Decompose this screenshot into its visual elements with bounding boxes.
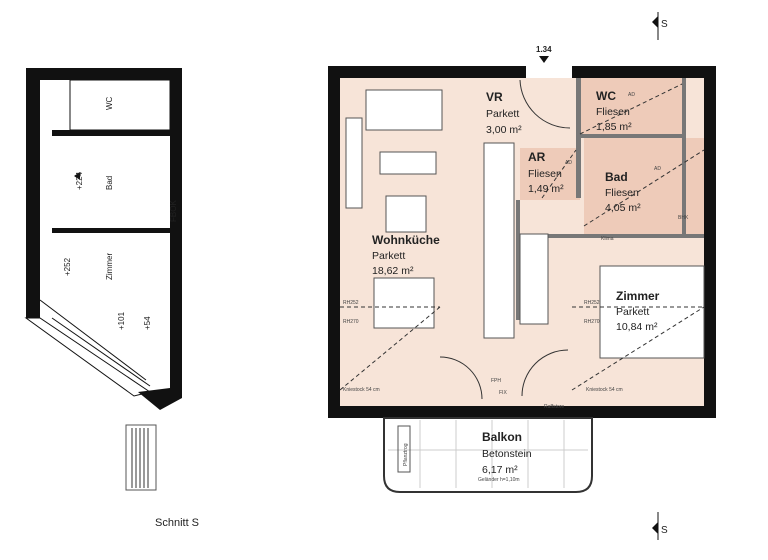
- rh270-note: RH270: [343, 319, 359, 325]
- section-room-wc: WC: [105, 96, 114, 110]
- kniestock-note: Kniestock 54 cm: [586, 387, 623, 393]
- railing-note: Geländer h=1,10m: [478, 477, 520, 483]
- level-101: +101: [117, 311, 126, 330]
- fbok-label: FBOK: [169, 200, 178, 222]
- section-arrow-icon: [652, 522, 658, 534]
- bhk-note: BHK: [678, 215, 689, 221]
- svg-text:AR: AR: [528, 150, 546, 164]
- ar-floor: [520, 148, 580, 200]
- rh252-note: RH252: [343, 300, 359, 306]
- section-marker-bottom: S: [652, 512, 668, 540]
- planter-note: Pflanztrog: [403, 443, 409, 466]
- fix-note: FIX: [499, 390, 507, 396]
- level-252: +252: [63, 257, 72, 276]
- svg-text:1,49 m²: 1,49 m²: [528, 183, 564, 195]
- svg-text:S: S: [661, 525, 668, 536]
- svg-text:Wohnküche: Wohnküche: [372, 233, 440, 247]
- kniestock-note: Kniestock 54 cm: [343, 387, 380, 393]
- ad-note: AD: [628, 92, 635, 98]
- svg-text:6,17 m²: 6,17 m²: [482, 464, 518, 476]
- entry-marker-icon: [539, 56, 549, 63]
- room-bad: Bad Fliesen 4,05 m²: [605, 170, 641, 214]
- room-zimmer: Zimmer Parkett 10,84 m²: [616, 289, 660, 333]
- level-224: +224: [75, 171, 84, 190]
- klima-note: Klima: [601, 236, 614, 242]
- svg-text:Parkett: Parkett: [486, 108, 519, 120]
- room-wc: WC Fliesen 1,85 m²: [596, 89, 632, 133]
- section-room-zimmer: Zimmer: [105, 253, 114, 280]
- room-wohnkueche: Wohnküche Parkett 18,62 m²: [372, 233, 440, 277]
- svg-text:1,85 m²: 1,85 m²: [596, 121, 632, 133]
- room-vr: VR Parkett 3,00 m²: [486, 90, 522, 136]
- rh270-note: RH270: [584, 319, 600, 325]
- svg-text:Parkett: Parkett: [372, 250, 405, 262]
- svg-text:Zimmer: Zimmer: [616, 289, 660, 303]
- room-ar: AR Fliesen 1,49 m²: [528, 150, 564, 195]
- svg-text:4,05 m²: 4,05 m²: [605, 202, 641, 214]
- svg-text:Balkon: Balkon: [482, 430, 522, 444]
- svg-text:18,62 m²: 18,62 m²: [372, 265, 414, 277]
- svg-text:Fliesen: Fliesen: [528, 168, 562, 180]
- apartment-plan: [328, 66, 716, 493]
- raffstore-note: Raffstore: [544, 404, 564, 410]
- svg-text:VR: VR: [486, 90, 503, 104]
- entry-marker-label: 1.34: [536, 45, 552, 54]
- section-drawing: WC Bad Zimmer +224 +252 +101 +54 FBOK: [24, 68, 182, 491]
- svg-text:S: S: [661, 19, 668, 30]
- section-room-bad: Bad: [105, 176, 114, 190]
- svg-text:WC: WC: [596, 89, 616, 103]
- svg-text:Parkett: Parkett: [616, 306, 649, 318]
- rh252-note: RH252: [584, 300, 600, 306]
- section-title: Schnitt S: [155, 517, 199, 529]
- ad-note: AD: [565, 160, 572, 166]
- level-54: +54: [143, 316, 152, 330]
- ad-note: AD: [654, 166, 661, 172]
- svg-text:3,00 m²: 3,00 m²: [486, 124, 522, 136]
- svg-text:Fliesen: Fliesen: [605, 187, 639, 199]
- wc-floor: [576, 78, 682, 136]
- section-marker-top: S: [652, 12, 668, 40]
- svg-text:10,84 m²: 10,84 m²: [616, 321, 658, 333]
- svg-text:Betonstein: Betonstein: [482, 448, 532, 460]
- svg-text:Fliesen: Fliesen: [596, 106, 630, 118]
- fph-note: FPH: [491, 378, 501, 384]
- room-balkon: Balkon Betonstein 6,17 m² Geländer h=1,1…: [403, 430, 532, 483]
- section-arrow-icon: [652, 16, 658, 28]
- svg-text:Bad: Bad: [605, 170, 628, 184]
